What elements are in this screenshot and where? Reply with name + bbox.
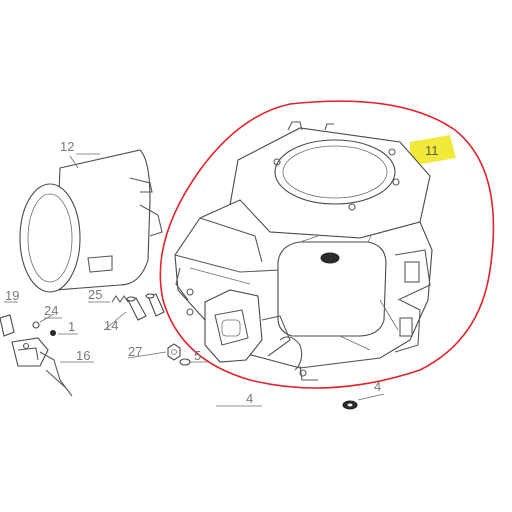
part-label-14: 14 xyxy=(104,318,118,333)
throttle-control-assembly xyxy=(0,314,73,397)
part-label-27: 27 xyxy=(128,344,142,359)
part-label-4a: 4 xyxy=(246,391,253,406)
part-label-16: 16 xyxy=(76,348,90,363)
part-label-19: 19 xyxy=(5,288,19,303)
fastener-1 xyxy=(50,330,56,336)
engine-highlight-circle xyxy=(159,100,495,389)
spring-25 xyxy=(111,295,129,303)
leader-line-4b xyxy=(357,393,385,401)
part-11-highlight-marker xyxy=(410,135,456,166)
sleeves-14 xyxy=(126,293,165,321)
washer-4 xyxy=(342,400,358,410)
muffler xyxy=(19,149,163,293)
washer-5 xyxy=(179,358,191,366)
leader-line-27 xyxy=(127,351,167,359)
part-label-5: 5 xyxy=(194,348,201,363)
engine-assembly xyxy=(174,121,433,381)
part-label-12: 12 xyxy=(60,139,74,154)
part-label-1: 1 xyxy=(68,319,75,334)
leader-line-14 xyxy=(103,311,127,331)
part-label-24: 24 xyxy=(44,303,58,318)
part-label-4b: 4 xyxy=(374,379,381,394)
nut-27 xyxy=(167,343,181,361)
part-label-25: 25 xyxy=(88,287,102,302)
part-label-11: 11 xyxy=(425,143,439,158)
